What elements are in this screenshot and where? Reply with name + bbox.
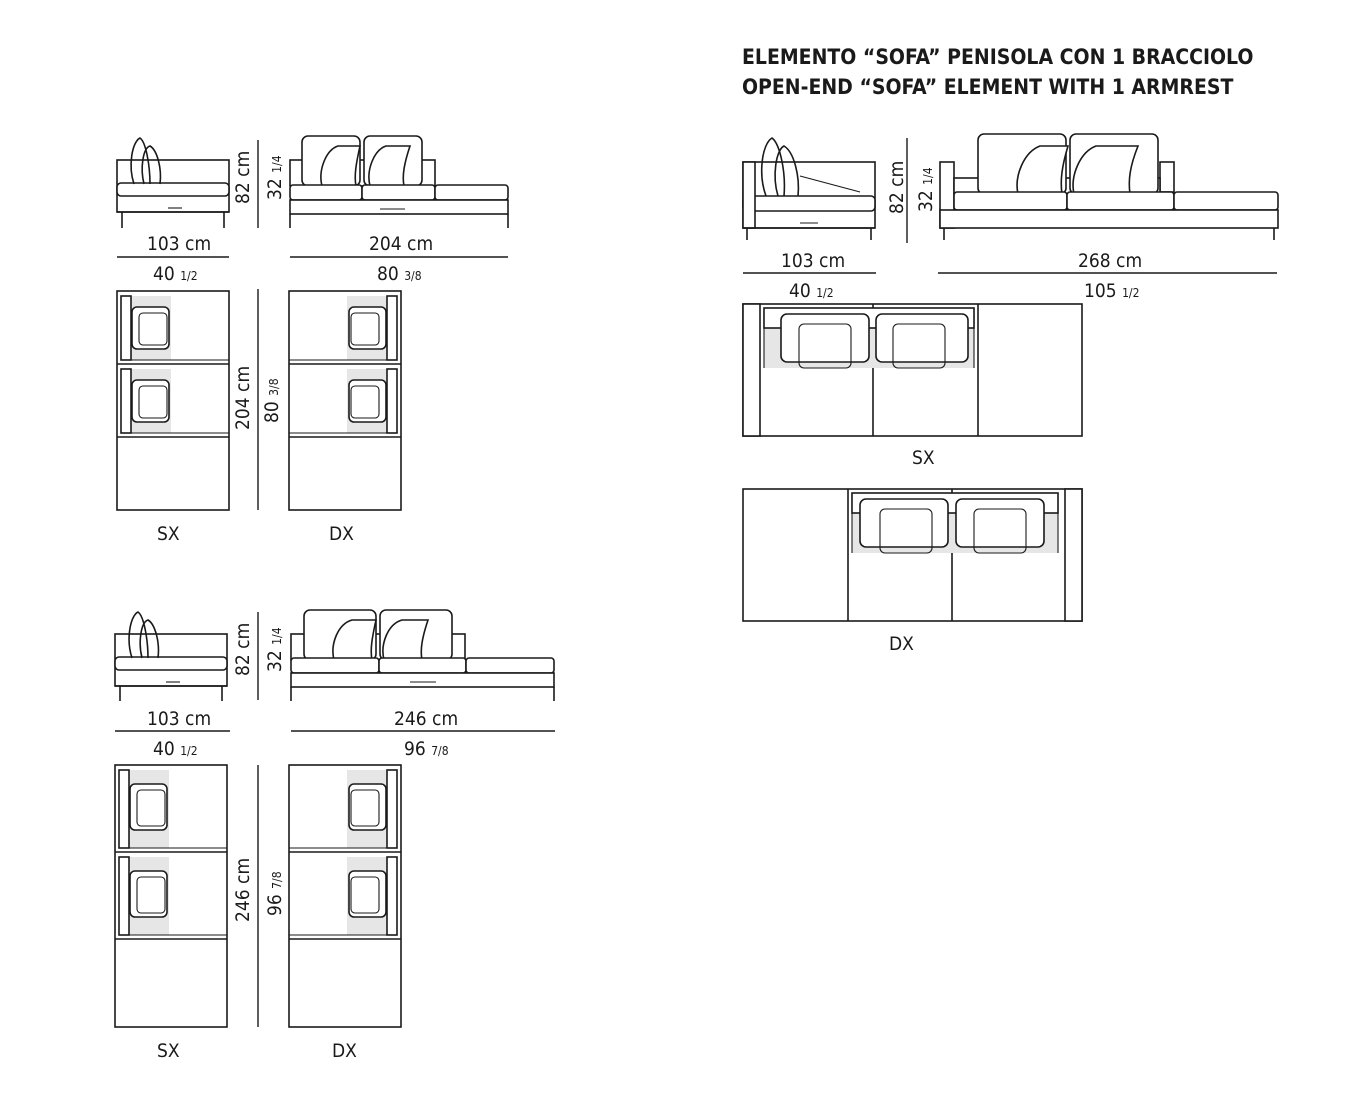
plan-width-cm-label: 204 cm — [232, 366, 254, 430]
depth-inch-label: 40 1/2 — [153, 263, 198, 285]
front-view — [290, 609, 555, 701]
label-sx: SX — [912, 447, 935, 469]
front-view — [289, 135, 509, 228]
label-dx: DX — [889, 633, 914, 655]
group-268: 82 cm 32 1/4 103 cm 40 1/2 268 cm 105 1/… — [742, 133, 1279, 655]
plan-view-sx — [114, 764, 228, 1028]
width-inch-label: 80 3/8 — [377, 263, 422, 285]
height-inch-label: 32 1/4 — [264, 155, 286, 200]
height-cm-label: 82 cm — [232, 151, 254, 204]
label-dx: DX — [332, 1040, 357, 1062]
side-view — [116, 137, 230, 228]
group-246: 82 cm 32 1/4 103 cm 40 1/2 246 cm 96 7/8 — [114, 609, 555, 1062]
width-cm-label: 246 cm — [394, 708, 458, 730]
width-inch-label: 105 1/2 — [1084, 280, 1139, 302]
side-view — [742, 137, 876, 240]
height-cm-label: 82 cm — [886, 161, 908, 214]
title-italian: ELEMENTO “SOFA” PENISOLA CON 1 BRACCIOLO — [742, 45, 1253, 69]
label-sx: SX — [157, 1040, 180, 1062]
height-inch-label: 32 1/4 — [264, 627, 286, 672]
plan-view-sx — [116, 290, 230, 511]
height-inch-label: 32 1/4 — [915, 167, 937, 212]
plan-view-sx — [742, 303, 1083, 437]
height-cm-label: 82 cm — [232, 623, 254, 676]
depth-inch-label: 40 1/2 — [153, 738, 198, 760]
title-english: OPEN-END “SOFA” ELEMENT WITH 1 ARMREST — [742, 75, 1233, 99]
width-cm-label: 204 cm — [369, 233, 433, 255]
plan-width-cm-label: 246 cm — [232, 858, 254, 922]
width-cm-label: 268 cm — [1078, 250, 1142, 272]
plan-width-inch-label: 80 3/8 — [261, 378, 283, 423]
width-inch-label: 96 7/8 — [404, 738, 449, 760]
plan-view-dx — [288, 764, 402, 1028]
plan-view-dx — [742, 488, 1083, 622]
depth-cm-label: 103 cm — [781, 250, 845, 272]
plan-width-inch-label: 96 7/8 — [264, 871, 286, 916]
label-sx: SX — [157, 523, 180, 545]
depth-inch-label: 40 1/2 — [789, 280, 834, 302]
label-dx: DX — [329, 523, 354, 545]
front-view — [939, 133, 1279, 240]
side-view — [114, 611, 228, 701]
group-204: 82 cm 32 1/4 103 cm 40 1/2 204 cm 80 3/8 — [116, 135, 509, 545]
depth-cm-label: 103 cm — [147, 708, 211, 730]
depth-cm-label: 103 cm — [147, 233, 211, 255]
plan-view-dx — [288, 290, 402, 511]
